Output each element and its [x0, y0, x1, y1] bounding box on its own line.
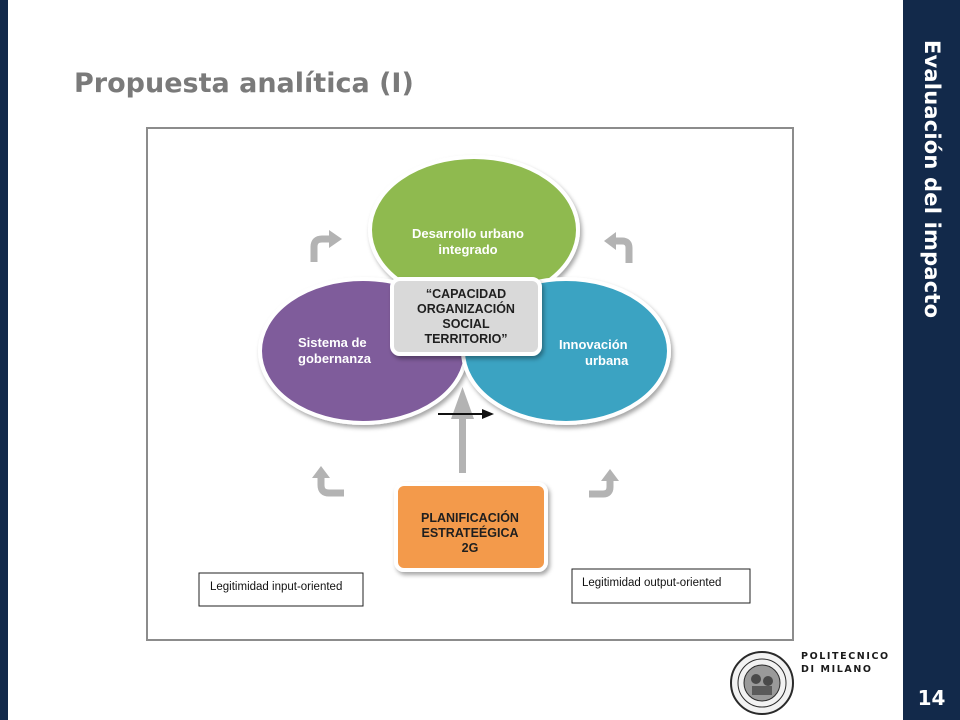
- cycle-arrow-bottom-right: [589, 469, 619, 498]
- up-arrow: [451, 387, 474, 473]
- logo-line-2: DI MILANO: [801, 664, 873, 675]
- bottom-box-label-3: 2G: [462, 541, 479, 555]
- section-title: Evaluación del impacto: [920, 40, 944, 319]
- logo-text: POLITECNICO DI MILANO: [801, 650, 890, 676]
- page-number: 14: [917, 686, 946, 710]
- top-circle-label-2: integrado: [438, 242, 497, 257]
- right-sidebar: [903, 0, 960, 720]
- right-circle-label-1: Innovación: [559, 337, 628, 352]
- center-box-label-2: ORGANIZACIÓN: [417, 301, 515, 316]
- right-circle-label-2: urbana: [585, 353, 629, 368]
- bottom-box: PLANIFICACIÓN ESTRATEÉGICA 2G: [394, 482, 548, 572]
- center-box-label-1: “CAPACIDAD: [426, 287, 506, 301]
- legend-output-label: Legitimidad output-oriented: [582, 577, 721, 589]
- bottom-box-label-1: PLANIFICACIÓN: [421, 510, 519, 525]
- bottom-box-label-2: ESTRATEÉGICA: [422, 525, 519, 540]
- center-box-label-3: SOCIAL: [442, 317, 490, 331]
- page-title: Propuesta analítica (I): [74, 68, 414, 99]
- legend-input-label: Legitimidad input-oriented: [210, 581, 342, 593]
- top-circle-label-1: Desarrollo urbano: [412, 226, 524, 241]
- left-circle-label-1: Sistema de: [298, 335, 367, 350]
- center-box: “CAPACIDAD ORGANIZACIÓN SOCIAL TERRITORI…: [390, 277, 542, 356]
- legend-input-oriented: Legitimidad input-oriented: [198, 572, 364, 607]
- diagram: Desarrollo urbano integrado Sistema de g…: [146, 127, 794, 641]
- politecnico-seal-icon: [730, 651, 794, 715]
- left-accent-bar: [0, 0, 8, 720]
- right-arrow: [438, 409, 494, 419]
- cycle-arrow-bottom-left: [312, 466, 344, 497]
- cycle-arrow-top-right: [604, 232, 633, 263]
- logo-line-1: POLITECNICO: [801, 651, 890, 662]
- cycle-arrow-top-left: [310, 230, 342, 262]
- center-box-label-4: TERRITORIO”: [424, 332, 507, 346]
- legend-output-oriented: Legitimidad output-oriented: [571, 568, 751, 604]
- left-circle-label-2: gobernanza: [298, 351, 372, 366]
